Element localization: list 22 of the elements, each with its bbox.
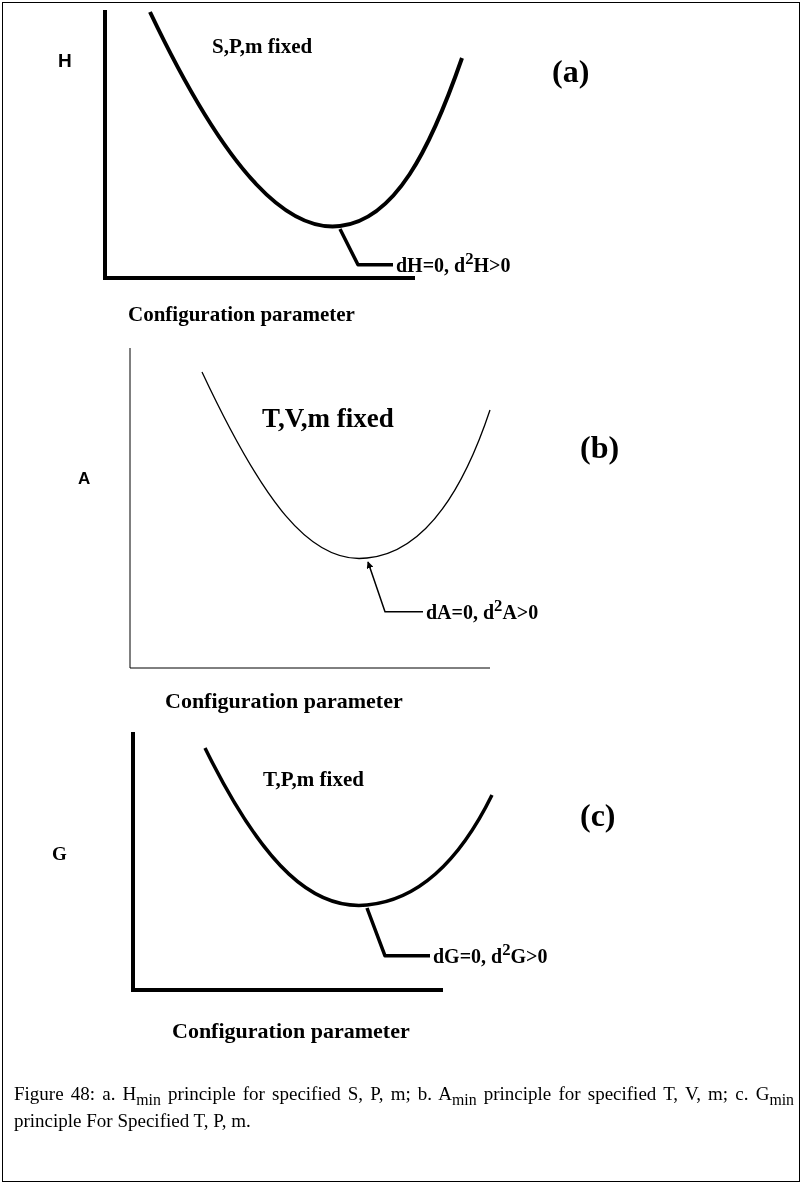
constraint-label: T,V,m fixed bbox=[262, 402, 394, 435]
curve bbox=[148, 11, 464, 229]
figure-caption: Figure 48: a. H$_{min}$ principle for specified S, P, m; b. A$_{min}$ principle for specified T, V, m; c. G$_{min}$ principle For Specified T, P, m. bbox=[14, 1083, 794, 1133]
constraint-label: T,P,m fixed bbox=[263, 767, 364, 793]
axis-title: Configuration parameter bbox=[172, 1018, 410, 1045]
leader-line bbox=[338, 228, 393, 267]
panel-letter: (b) bbox=[580, 428, 620, 467]
leader-line bbox=[366, 561, 424, 613]
condition-label: dA=0, d$^{2}$A>0 bbox=[426, 596, 539, 624]
axis-title: Configuration parameter bbox=[165, 688, 403, 715]
panel-letter: (a) bbox=[552, 52, 590, 91]
constraint-label: S,P,m fixed bbox=[212, 34, 313, 60]
leader-line bbox=[365, 907, 430, 958]
axis-label: H bbox=[58, 50, 72, 73]
panel-letter: (c) bbox=[580, 796, 616, 835]
curve bbox=[201, 371, 491, 559]
condition-label: dG=0, d$^{2}$G>0 bbox=[433, 940, 548, 968]
condition-label: dH=0, d$^{2}$H>0 bbox=[396, 249, 511, 277]
axis-label: G bbox=[52, 843, 67, 866]
axis-label: A bbox=[78, 469, 91, 490]
curve bbox=[203, 747, 494, 908]
axis-title: Configuration parameter bbox=[128, 302, 355, 328]
